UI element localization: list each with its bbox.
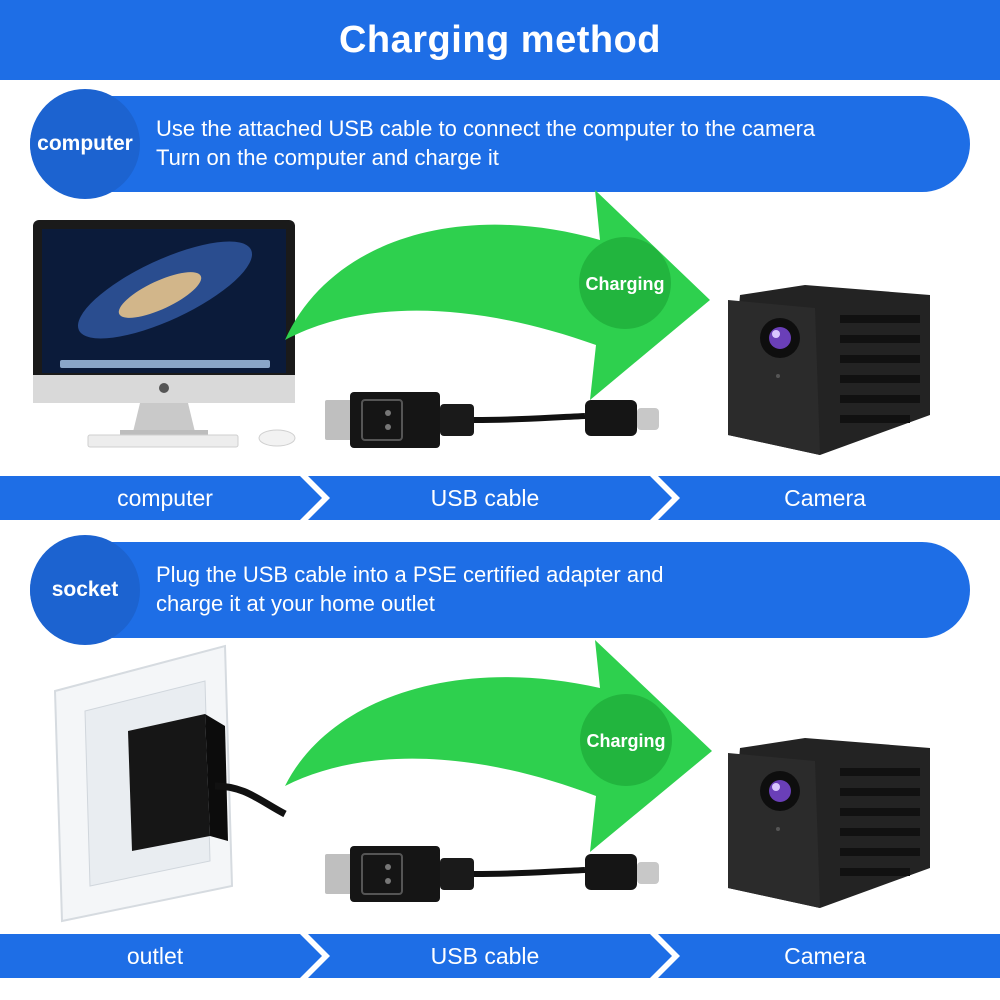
usb-cable-icon [325, 392, 659, 448]
socket-charging-scene: Charging [53, 640, 930, 923]
step-usb-cable: USB cable [430, 943, 540, 969]
imac-computer-icon [33, 220, 296, 448]
instruction-line: Turn on the computer and charge it [156, 145, 499, 170]
wall-outlet-adapter-icon [53, 644, 287, 923]
computer-instructions: Use the attached USB cable to connect th… [156, 114, 815, 172]
socket-badge: socket [30, 535, 140, 645]
instruction-line: charge it at your home outlet [156, 591, 435, 616]
socket-steps-band: outlet USB cable Camera [0, 934, 1000, 978]
computer-badge: computer [30, 89, 140, 199]
charging-label: Charging [587, 731, 666, 751]
step-camera: Camera [784, 485, 866, 511]
step-usb-cable: USB cable [430, 485, 540, 511]
computer-charging-scene: Charging [33, 190, 930, 455]
camera-cube-icon [728, 285, 930, 455]
usb-cable-icon [325, 846, 659, 902]
charging-arrow-icon: Charging [285, 190, 710, 400]
instruction-line: Plug the USB cable into a PSE certified … [156, 562, 664, 587]
step-arrows [0, 934, 1000, 978]
step-camera: Camera [784, 943, 866, 969]
step-outlet: outlet [126, 943, 184, 969]
page-title: Charging method [0, 0, 1000, 80]
camera-cube-icon [728, 738, 930, 908]
step-arrows [0, 476, 1000, 520]
computer-instruction-banner: computer Use the attached USB cable to c… [30, 89, 970, 199]
socket-instructions: Plug the USB cable into a PSE certified … [156, 560, 664, 618]
instruction-line: Use the attached USB cable to connect th… [156, 116, 816, 141]
charging-label: Charging [586, 274, 665, 294]
charging-arrow-icon: Charging [285, 640, 712, 852]
computer-steps-band: computer USB cable Camera [0, 476, 1000, 520]
socket-instruction-banner: socket Plug the USB cable into a PSE cer… [30, 535, 970, 645]
step-computer: computer [117, 485, 213, 511]
